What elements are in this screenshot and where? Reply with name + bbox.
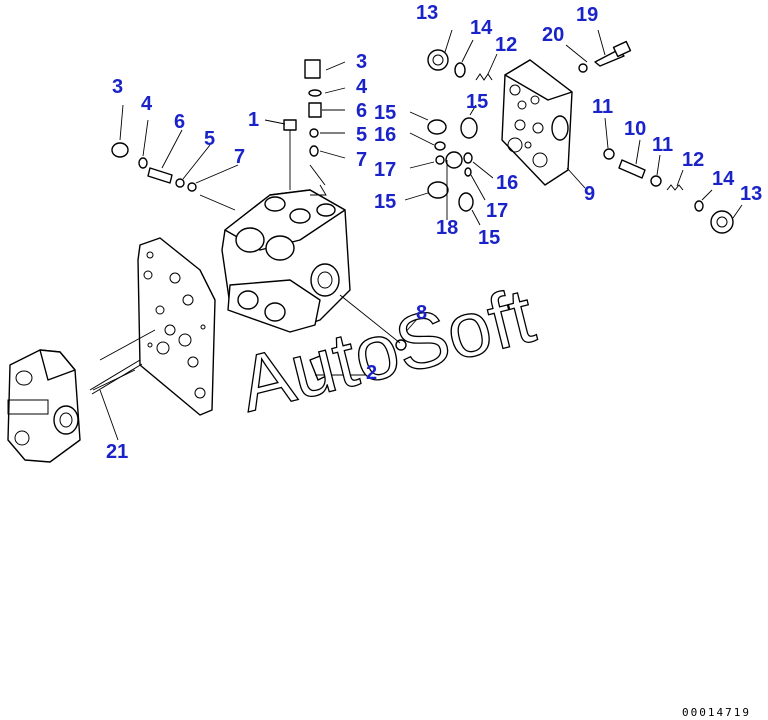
callout-19: 19 [576, 4, 598, 26]
callout-13: 13 [416, 2, 438, 24]
callout-8: 8 [416, 302, 427, 324]
callout-5: 5 [204, 128, 215, 150]
callout-12: 12 [495, 34, 517, 56]
leader-lines [92, 29, 743, 441]
cover-block [501, 59, 573, 186]
callout-18: 18 [436, 217, 458, 239]
gasket-plate [137, 237, 216, 416]
small-parts [89, 40, 734, 395]
callout-10: 10 [624, 118, 646, 140]
callout-15: 15 [478, 227, 500, 249]
callout-4: 4 [141, 93, 153, 115]
callout-6: 6 [174, 111, 185, 133]
callout-11: 11 [652, 134, 673, 156]
callout-14: 14 [470, 17, 493, 39]
callout-16: 16 [496, 172, 518, 194]
callout-5: 5 [356, 124, 367, 146]
callout-13: 13 [740, 183, 762, 205]
document-number: 00014719 [682, 706, 751, 719]
callout-14: 14 [712, 168, 735, 190]
callout-16: 16 [374, 124, 396, 146]
callout-12: 12 [682, 149, 704, 171]
callout-1: 1 [248, 109, 259, 131]
callout-7: 7 [234, 146, 245, 168]
callout-3: 3 [112, 76, 123, 98]
callout-17: 17 [374, 159, 396, 181]
callout-2: 2 [366, 362, 377, 384]
callout-3: 3 [356, 51, 367, 73]
callout-17: 17 [486, 200, 508, 222]
callout-labels: 3 4 6 5 7 1 3 4 6 5 7 8 2 21 15 16 17 15… [106, 2, 762, 463]
end-cap-block [7, 349, 81, 463]
callout-15: 15 [374, 102, 396, 124]
callout-15: 15 [466, 91, 488, 113]
callout-4: 4 [356, 76, 368, 98]
callout-15: 15 [374, 191, 396, 213]
valve-body [221, 189, 351, 333]
callout-6: 6 [356, 100, 367, 122]
callout-20: 20 [542, 24, 564, 46]
callout-11: 11 [592, 96, 613, 118]
callout-9: 9 [584, 183, 595, 205]
callout-7: 7 [356, 149, 367, 171]
callout-21: 21 [106, 441, 128, 463]
